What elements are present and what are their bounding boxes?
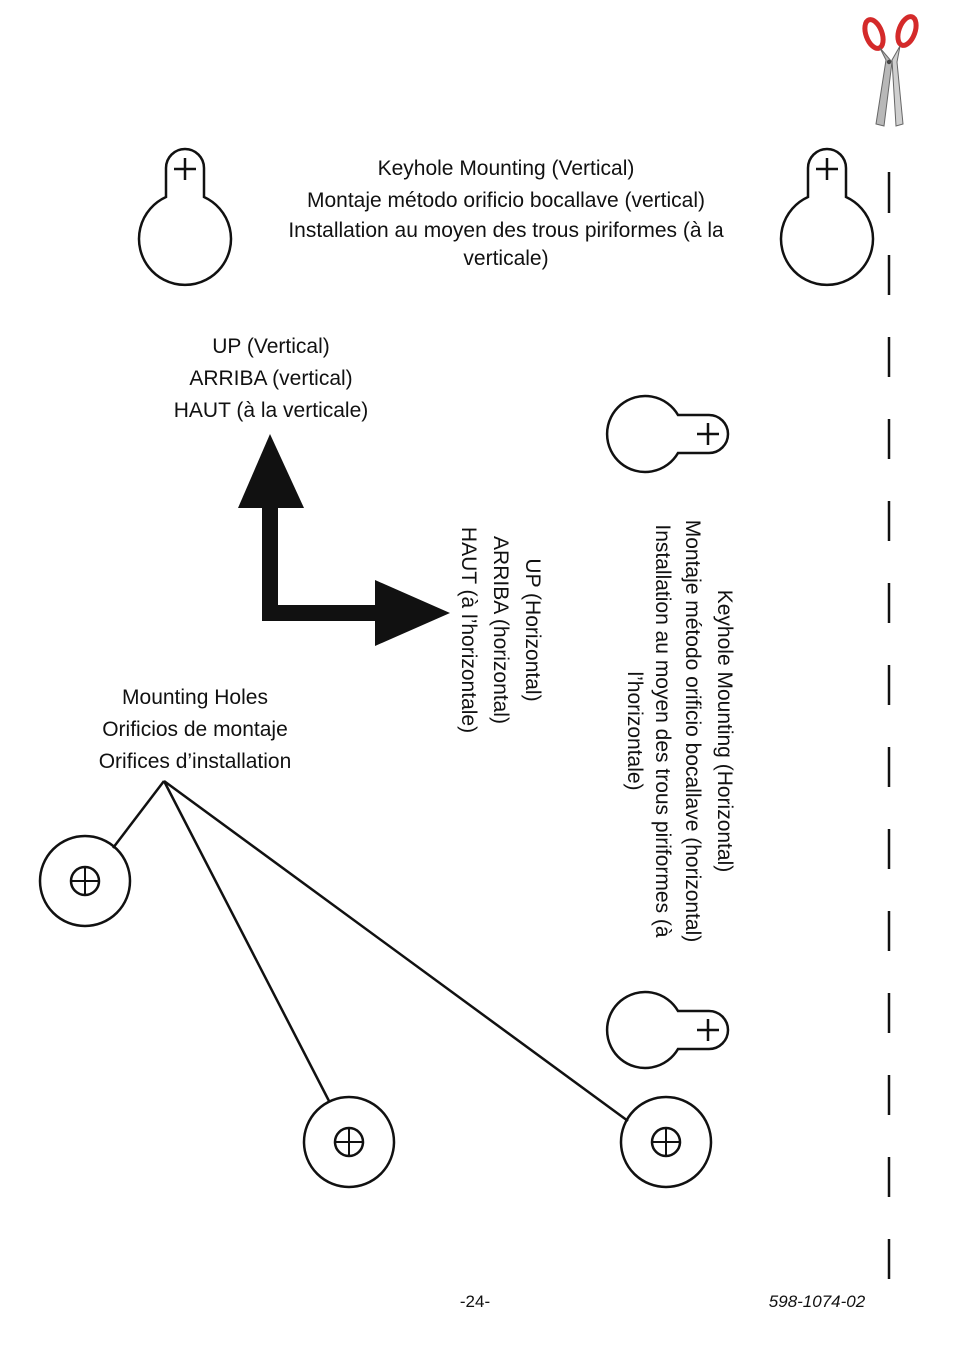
leader-lines bbox=[112, 779, 629, 1123]
up-horizontal-es: ARRIBA (horizontal) bbox=[489, 536, 512, 724]
mounting-holes-fr: Orifices d’installation bbox=[98, 750, 292, 773]
mounting-holes-es: Orificios de montaje bbox=[102, 718, 288, 741]
page-number: -24- bbox=[459, 1292, 491, 1311]
mounting-hole-icon bbox=[619, 1095, 713, 1189]
keyhole-horizontal-fr: Installation au moyen des trous piriform… bbox=[623, 524, 674, 938]
mounting-holes-en: Mounting Holes bbox=[122, 686, 268, 709]
keyhole-horizontal-label: Keyhole Mounting (Horizontal) Montaje mé… bbox=[620, 496, 740, 966]
keyhole-horizontal-en: Keyhole Mounting (Horizontal) bbox=[713, 589, 736, 873]
keyhole-vertical-label: Keyhole Mounting (Vertical) Montaje méto… bbox=[270, 153, 742, 273]
up-vertical-fr: HAUT (à la verticale) bbox=[173, 399, 369, 422]
up-horizontal-label: UP (Horizontal) ARRIBA (horizontal) HAUT… bbox=[452, 500, 548, 760]
keyhole-icon bbox=[605, 394, 730, 474]
mounting-hole-icon bbox=[38, 834, 132, 928]
keyhole-vertical-en: Keyhole Mounting (Vertical) bbox=[377, 157, 635, 180]
keyhole-icon bbox=[779, 147, 875, 287]
document-number: 598-1074-02 bbox=[768, 1292, 866, 1311]
keyhole-vertical-es: Montaje método orificio bocallave (verti… bbox=[306, 189, 705, 212]
keyhole-icon bbox=[605, 990, 730, 1070]
up-horizontal-fr: HAUT (à l’horizontale) bbox=[457, 526, 480, 734]
mounting-hole-icon bbox=[302, 1095, 396, 1189]
keyhole-vertical-fr: Installation au moyen des trous piriform… bbox=[288, 219, 724, 270]
up-horizontal-en: UP (Horizontal) bbox=[521, 558, 544, 702]
up-vertical-en: UP (Vertical) bbox=[212, 335, 330, 358]
keyhole-icon bbox=[137, 147, 233, 287]
up-vertical-label: UP (Vertical) ARRIBA (vertical) HAUT (à … bbox=[140, 331, 402, 427]
direction-arrow-icon bbox=[238, 434, 450, 646]
keyhole-horizontal-es: Montaje método orificio bocallave (horiz… bbox=[681, 519, 704, 943]
scissors-icon bbox=[862, 14, 919, 127]
up-vertical-es: ARRIBA (vertical) bbox=[189, 367, 353, 390]
mounting-holes-label: Mounting Holes Orificios de montaje Orif… bbox=[60, 682, 330, 778]
